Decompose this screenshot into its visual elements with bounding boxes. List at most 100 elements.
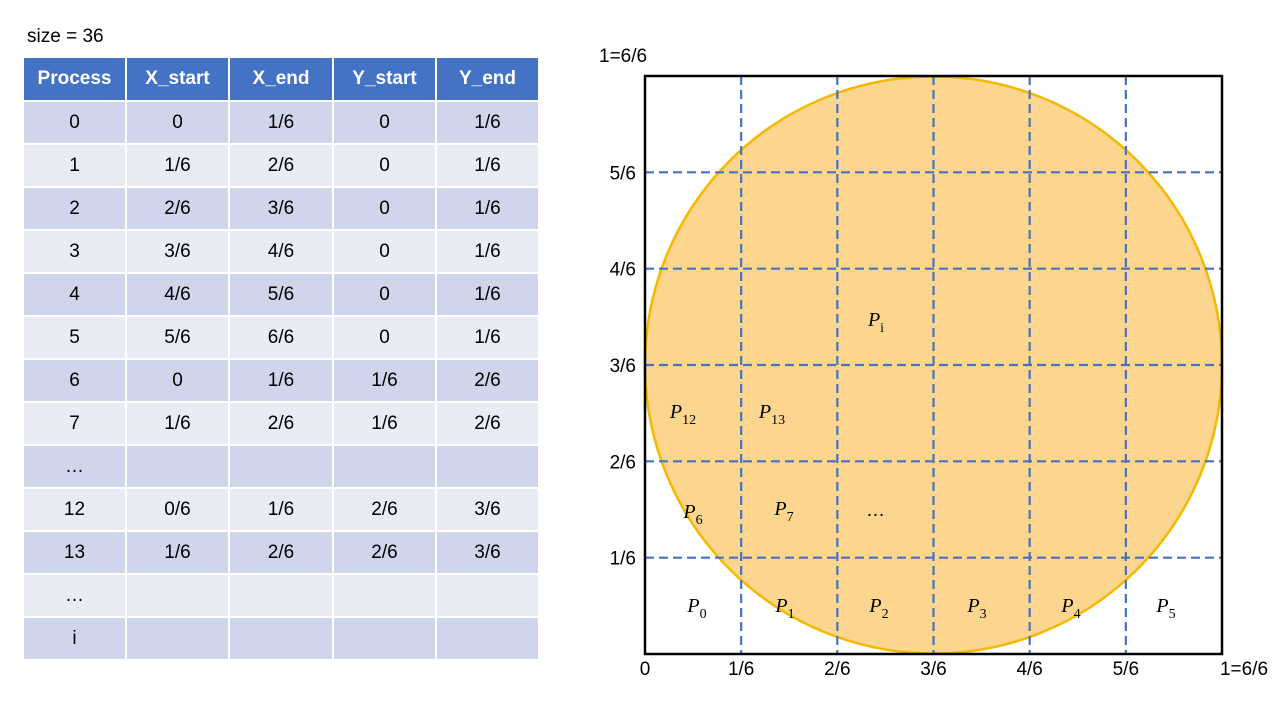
cell-x-start [125,616,230,661]
cell-x-end: 4/6 [228,229,334,274]
process-label-pi: Pi [867,309,884,336]
header-y-start: Y_start [332,56,437,102]
header-x-end: X_end [228,56,334,102]
cell-process: 2 [22,186,127,231]
y-tick-label: 1/6 [610,549,636,570]
cell-x-start: 3/6 [125,229,230,274]
cell-x-end: 3/6 [228,186,334,231]
cell-y-end: 1/6 [435,143,540,188]
cell-process: 5 [22,315,127,360]
x-tick-label: 0 [640,659,651,680]
cell-x-end: 1/6 [228,358,334,403]
cell-process: 13 [22,530,127,575]
header-x-start: X_start [125,56,230,102]
cell-x-start: 0 [125,100,230,145]
process-label-p0: P0 [686,595,706,622]
process-label-p4: P4 [1060,595,1080,622]
x-tick-label: 4/6 [1016,659,1042,680]
square-frame [643,74,1224,656]
cell-x-end [228,616,334,661]
cell-x-start [125,444,230,489]
cell-y-end: 3/6 [435,530,540,575]
cell-y-start: 0 [332,143,437,188]
cell-y-end [435,444,540,489]
cell-y-end [435,616,540,661]
x-tick-label: 1/6 [728,659,754,680]
x-tick-label: 5/6 [1113,659,1139,680]
cell-x-start: 1/6 [125,401,230,446]
y-tick-label: 1=6/6 [599,46,647,67]
x-axis-labels: 0 1/6 2/6 3/6 4/6 5/6 1=6/6 [640,659,1268,680]
cell-x-end [228,573,334,618]
cell-y-end: 1/6 [435,100,540,145]
cell-x-end: 1/6 [228,487,334,532]
header-y-end: Y_end [435,56,540,102]
cell-y-start: 0 [332,100,437,145]
cell-process: 4 [22,272,127,317]
grid-lines [645,76,1222,654]
process-label-p6: P6 [682,501,702,528]
x-tick-label: 2/6 [824,659,850,680]
process-label-p12: P12 [669,401,696,428]
y-tick-label: 3/6 [610,356,636,377]
y-tick-label: 4/6 [610,260,636,281]
cell-y-start: 1/6 [332,401,437,446]
header-process: Process [22,56,127,102]
process-label-p7: P7 [773,498,793,525]
x-tick-label: 3/6 [920,659,946,680]
cell-x-start: 0 [125,358,230,403]
cell-x-start: 2/6 [125,186,230,231]
table-row: … [22,444,540,489]
cell-process: 1 [22,143,127,188]
table-row: … [22,573,540,618]
cell-process: 0 [22,100,127,145]
process-label-p2: P2 [868,595,888,622]
y-tick-label: 5/6 [610,163,636,184]
cell-x-end: 2/6 [228,143,334,188]
cell-process: … [22,573,127,618]
cell-y-start: 1/6 [332,358,437,403]
table-header-row: Process X_start X_end Y_start Y_end [22,56,540,102]
cell-x-start: 4/6 [125,272,230,317]
cell-process: 12 [22,487,127,532]
cell-y-start: 0 [332,229,437,274]
cell-x-start: 1/6 [125,143,230,188]
cell-x-start: 1/6 [125,530,230,575]
cell-x-end: 2/6 [228,401,334,446]
cell-y-end: 1/6 [435,186,540,231]
cell-x-start [125,573,230,618]
cell-x-start: 0/6 [125,487,230,532]
cell-y-end: 2/6 [435,401,540,446]
cell-x-end: 6/6 [228,315,334,360]
cell-y-start [332,444,437,489]
size-label: size = 36 [27,26,104,47]
cell-process: i [22,616,127,661]
cell-y-start: 0 [332,272,437,317]
cell-y-end: 1/6 [435,315,540,360]
ellipsis-label: … [866,500,885,521]
process-label-p1: P1 [774,595,794,622]
cell-x-start: 5/6 [125,315,230,360]
process-label-p13: P13 [758,401,785,428]
cell-y-start [332,616,437,661]
cell-y-end: 1/6 [435,229,540,274]
cell-y-end: 1/6 [435,272,540,317]
cell-y-start: 2/6 [332,530,437,575]
cell-process: … [22,444,127,489]
x-tick-label: 1=6/6 [1220,659,1268,680]
process-label-p3: P3 [966,595,986,622]
cell-x-end: 5/6 [228,272,334,317]
